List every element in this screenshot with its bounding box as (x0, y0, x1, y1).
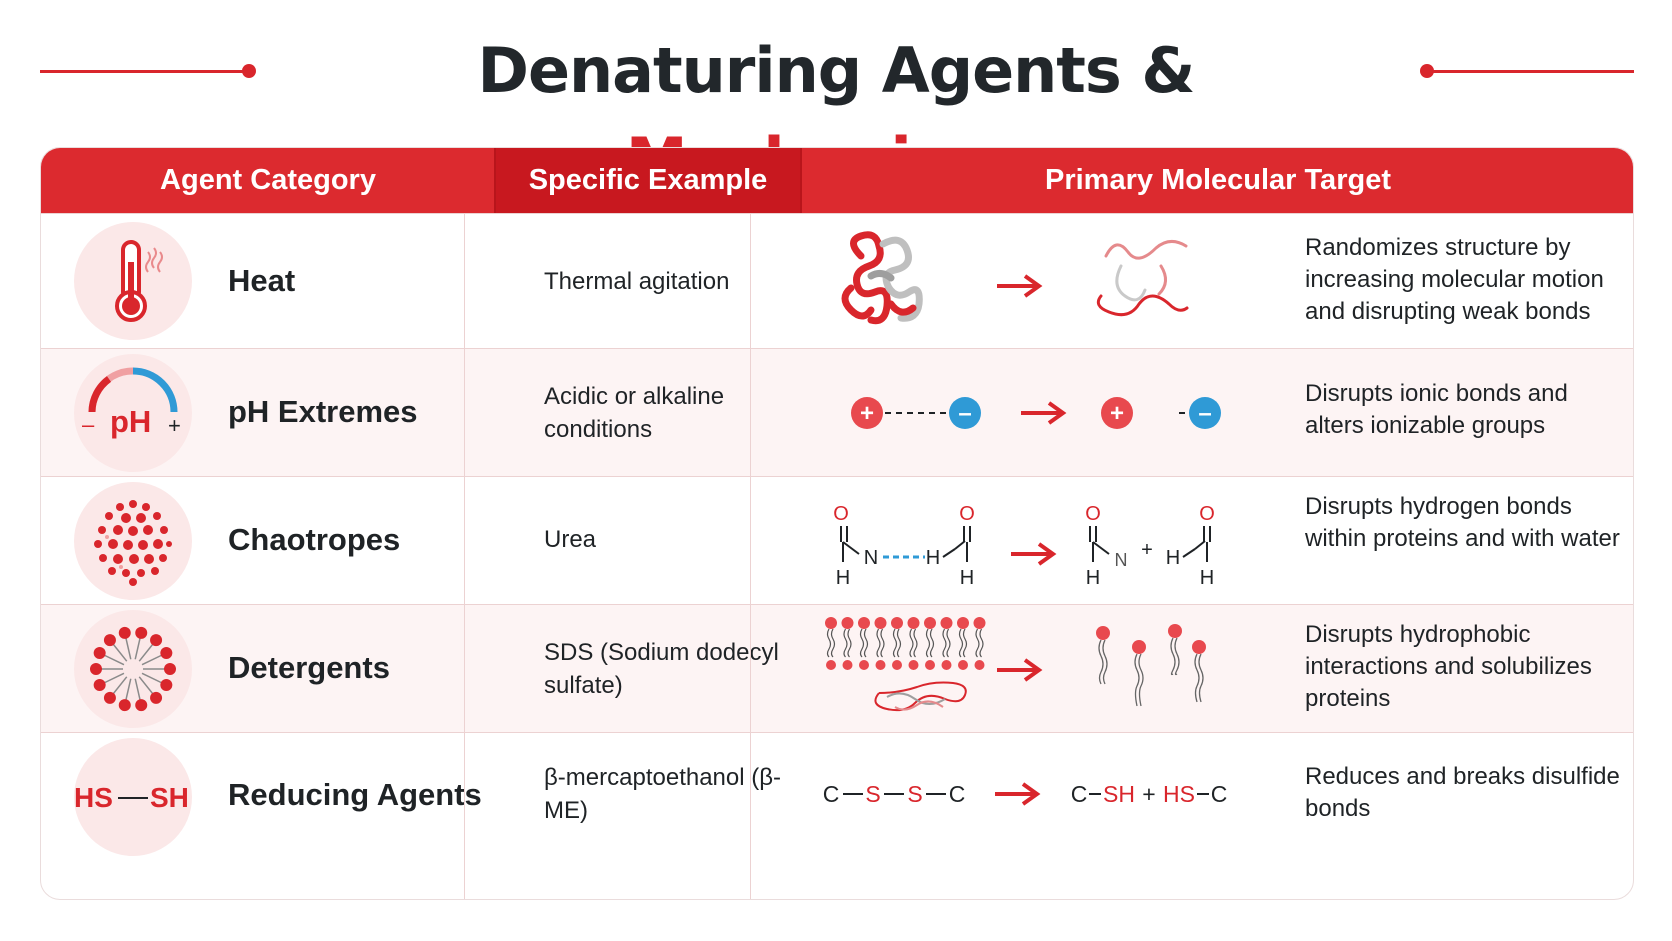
column-divider (464, 213, 465, 899)
ph-gauge-icon: – pH + (74, 354, 192, 472)
specific-example: Acidic or alkaline conditions (544, 383, 725, 443)
oxygen-label: O (1085, 503, 1101, 525)
specific-example: Thermal agitation (544, 268, 730, 295)
table-row-ph-extremes: – pH + pH Extremes Acidic or alkaline co… (41, 348, 1633, 476)
mechanism-description: Randomizes structure by increasing molec… (1305, 234, 1604, 325)
column-divider (750, 213, 751, 899)
header-molecular-target: Primary Molecular Target (1045, 164, 1391, 196)
hydrogen-label: H (836, 567, 850, 589)
nitrogen-label: N (864, 547, 878, 569)
positive-charge-label: + (1110, 400, 1124, 427)
hydrogen-label: H (960, 567, 974, 589)
agent-name: Chaotropes (228, 522, 401, 557)
ph-plus-label: + (168, 413, 181, 438)
header-divider (800, 148, 802, 213)
header-agent-category: Agent Category (160, 164, 376, 196)
mechanism-description: Disrupts hydrophobic interactions and so… (1305, 621, 1592, 712)
disulfide-reduction-diagram: C S S C C SH + HS C (821, 769, 1261, 824)
mechanism-description: Disrupts ionic bonds and alters ionizabl… (1305, 380, 1568, 439)
positive-charge-label: + (860, 400, 874, 427)
plus-sign: + (1141, 539, 1153, 561)
thiol-sh-label: SH (1103, 781, 1135, 807)
specific-example: Urea (544, 526, 597, 553)
header-specific-example: Specific Example (495, 148, 801, 213)
specific-example: β-mercaptoethanol (β-ME) (544, 764, 782, 824)
ph-minus-label: – (82, 412, 95, 437)
hydrogen-label: H (1166, 547, 1180, 569)
agent-name: pH Extremes (228, 394, 418, 429)
title-rule-right (1426, 70, 1634, 73)
disulfide-sh-label: SH (150, 782, 189, 813)
title-rule-left (40, 70, 248, 73)
sulfur-label: S (865, 781, 880, 807)
agent-name: Heat (228, 263, 296, 298)
table-header: Agent Category Specific Example Primary … (41, 148, 1633, 213)
thermometer-icon (74, 222, 192, 340)
carbon-label: C (1071, 781, 1088, 807)
disulfide-icon: HS SH (74, 738, 192, 856)
table-row-chaotropes: Chaotropes Urea O H N H O H O (41, 476, 1633, 604)
header-divider (494, 148, 496, 213)
hydrogen-label: H (1086, 567, 1100, 589)
negative-charge-label: – (958, 400, 971, 427)
oxygen-label: O (1199, 503, 1215, 525)
specific-example: SDS (Sodium dodecyl sulfate) (544, 639, 779, 699)
negative-charge-label: – (1198, 400, 1211, 427)
oxygen-label: O (959, 503, 975, 525)
carbon-label: C (1211, 781, 1228, 807)
ionic-bond-diagram: + – + – (821, 381, 1261, 450)
protein-unfolding-diagram (821, 226, 1261, 341)
table-row-reducing-agents: HS SH Reducing Agents β-mercaptoethanol … (41, 732, 1633, 899)
disulfide-hs-label: HS (74, 782, 113, 813)
nitrogen-label: N (1115, 550, 1128, 570)
mechanism-description: Reduces and breaks disulfide bonds (1305, 763, 1620, 822)
title-bar: Denaturing Agents & Mechanisms (0, 26, 1672, 197)
mechanism-description: Disrupts hydrogen bonds within proteins … (1305, 493, 1620, 552)
page-title: Denaturing Agents & Mechanisms (280, 26, 1392, 197)
table-row-heat: Heat Thermal agitation (41, 213, 1633, 348)
thiol-hs-label: HS (1163, 781, 1195, 807)
oxygen-label: O (833, 503, 849, 525)
chaotrope-dots-icon (74, 482, 192, 600)
sulfur-label: S (907, 781, 922, 807)
denaturing-agents-table: Agent Category Specific Example Primary … (40, 147, 1634, 900)
title-dot-left (242, 64, 256, 78)
agent-name: Detergents (228, 650, 390, 685)
table-row-detergents: Detergents SDS (Sodium dodecyl sulfate) … (41, 604, 1633, 732)
detergent-disruption-diagram (821, 615, 1261, 730)
plus-sign: + (1142, 781, 1155, 807)
hydrogen-label: H (926, 547, 940, 569)
carbon-label: C (949, 781, 966, 807)
agent-name: Reducing Agents (228, 777, 482, 812)
hydrogen-label: H (1200, 567, 1214, 589)
carbon-label: C (823, 781, 840, 807)
ph-label: pH (110, 404, 151, 439)
page-title-main: Denaturing Agents & (477, 34, 1196, 107)
hydrogen-bond-diagram: O H N H O H O H N + H (821, 494, 1261, 599)
micelle-icon (74, 610, 192, 728)
